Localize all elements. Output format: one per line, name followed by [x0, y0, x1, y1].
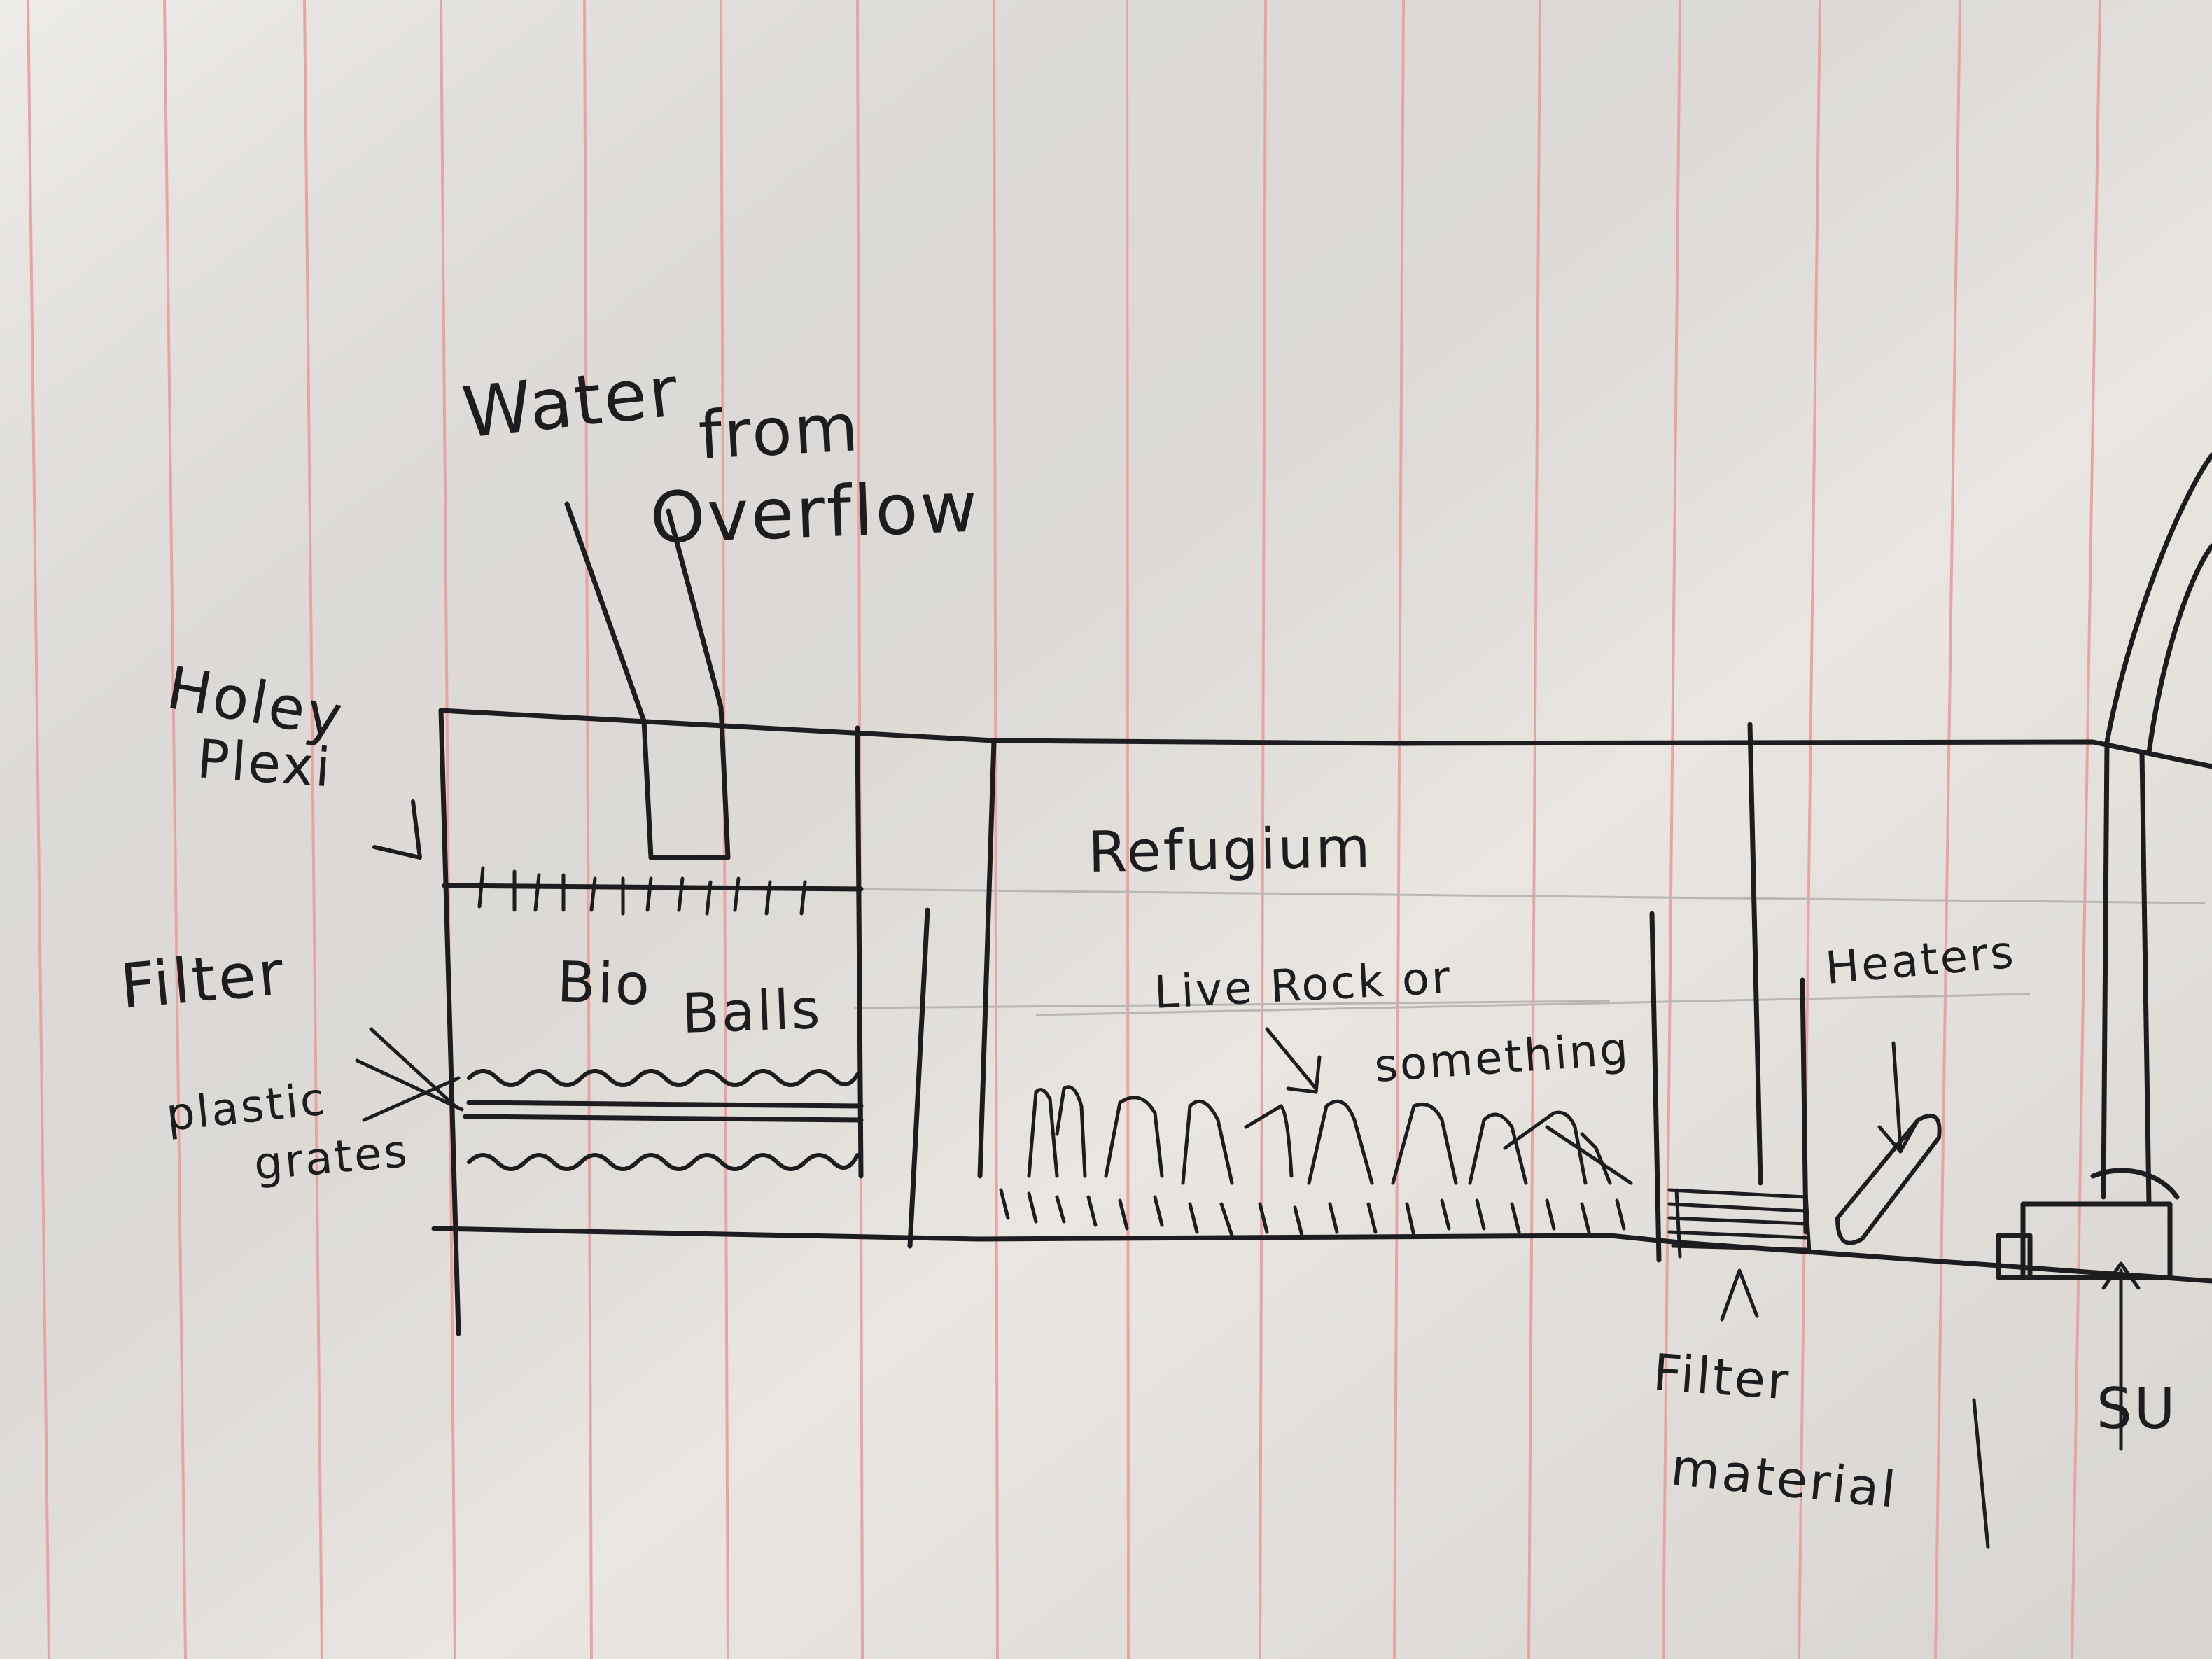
filter-squiggle-top	[467, 1069, 860, 1087]
refugium-left-wall	[977, 738, 997, 1179]
label-balls: Balls	[681, 978, 823, 1046]
pump-inlet	[1996, 1233, 2033, 1280]
live-rock-arrow	[1265, 1027, 1322, 1094]
pump-body	[2020, 1201, 2173, 1280]
return-curve-inner	[2146, 543, 2212, 755]
label-sump: SU	[2096, 1376, 2177, 1441]
plexi-holes	[477, 866, 807, 916]
sand-bed	[999, 1188, 1626, 1238]
material-bracket	[1972, 1398, 1990, 1549]
sump-outline	[355, 452, 2212, 1549]
grate-bottom	[463, 1114, 864, 1123]
grates-pointer	[355, 1058, 464, 1122]
label-filter-material-1: Filter	[1651, 1343, 1793, 1410]
label-overflow: Overflow	[649, 466, 981, 559]
holey-plexi	[442, 883, 864, 892]
refugium-right-baffle	[1649, 911, 1662, 1263]
return-curve-outer	[2104, 452, 2212, 745]
label-refugium: Refugium	[1088, 815, 1373, 885]
sump-bottom-edge	[431, 1226, 2212, 1284]
live-rock	[1027, 1085, 1633, 1185]
filter-material-block	[1667, 1188, 1812, 1259]
pump-top	[2090, 1168, 2180, 1200]
sump-arrow	[2101, 1261, 2141, 1451]
heater-baffle	[1800, 977, 1809, 1235]
heater-chamber-wall	[1747, 722, 1763, 1186]
chamber-wall-1	[855, 725, 864, 1179]
drain-pipe	[564, 501, 731, 860]
filter-material-arrow	[1720, 1268, 1759, 1322]
baffle-1	[907, 907, 930, 1249]
label-plexi: Plexi	[195, 727, 335, 799]
sump-top-edge	[438, 708, 2212, 769]
heater	[1835, 1113, 1942, 1245]
filter-pointer	[369, 1027, 457, 1108]
grate-top	[466, 1100, 864, 1109]
label-from: from	[696, 390, 862, 475]
heater-arrow	[1877, 1041, 1920, 1154]
plexi-arrow	[372, 799, 422, 860]
pencil-guides	[839, 888, 2206, 1016]
return-pipe-left	[2101, 739, 2110, 1200]
filter-squiggle-bottom	[467, 1153, 860, 1171]
label-bio: Bio	[556, 949, 652, 1018]
label-filter: Filter	[118, 937, 288, 1023]
return-pipe-right	[2139, 750, 2152, 1207]
left-wall	[438, 708, 461, 1336]
